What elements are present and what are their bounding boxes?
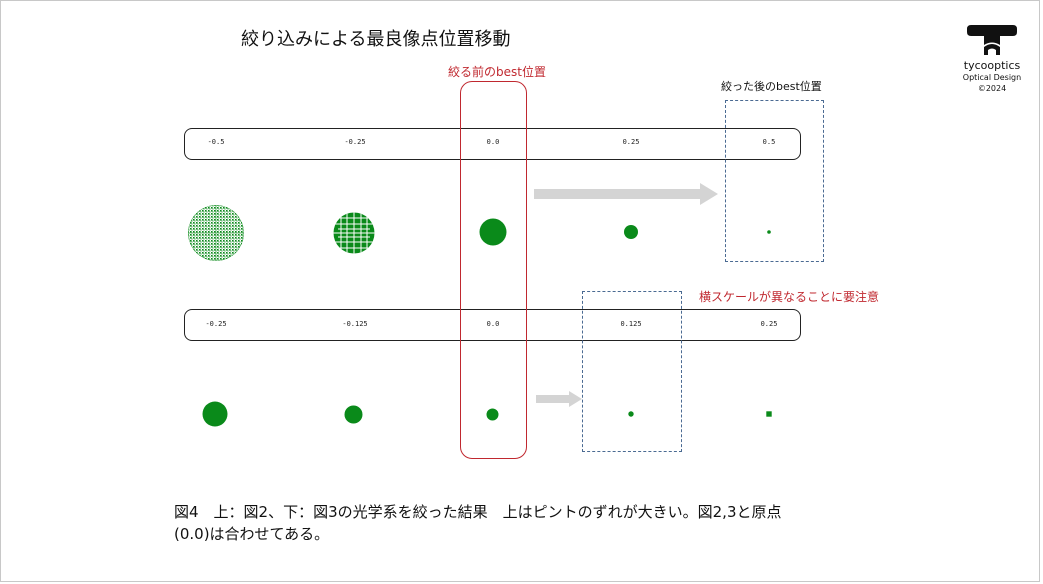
spot-top-4 [767, 230, 771, 234]
bottom-tick-3: 0.125 [620, 320, 642, 328]
spot-bottom-3 [628, 411, 634, 417]
after-best-highlight-bottom [582, 291, 682, 452]
caption-line-2: (0.0)は合わせてある。 [174, 525, 330, 543]
figure-caption: 図4 上：図2、下：図3の光学系を絞った結果 上はピントのずれが大きい。図2,3… [174, 501, 894, 545]
logo-mark-icon [967, 25, 1017, 55]
before-best-highlight [460, 81, 527, 459]
logo-line1: Optical Design [962, 73, 1022, 82]
spot-bottom-4 [766, 411, 772, 417]
logo-line2: ©2024 [977, 84, 1007, 93]
spot-top-2 [479, 218, 507, 246]
top-tick-0: -0.5 [207, 138, 225, 146]
caption-line-1: 図4 上：図2、下：図3の光学系を絞った結果 上はピントのずれが大きい。図2,3… [174, 503, 782, 521]
spot-top-1 [333, 212, 375, 254]
top-tick-1: -0.25 [344, 138, 366, 146]
after-best-highlight-top [725, 100, 824, 262]
bottom-tick-1: -0.125 [342, 320, 368, 328]
logo-name: tycooptics [963, 59, 1021, 72]
bottom-tick-4: 0.25 [760, 320, 778, 328]
top-tick-2: 0.0 [486, 138, 500, 146]
spot-top-3 [624, 225, 638, 239]
spot-bottom-2 [486, 408, 499, 421]
spot-bottom-1 [344, 405, 363, 424]
label-after-best: 絞った後のbest位置 [721, 80, 822, 93]
shift-arrow-bottom-icon [536, 391, 582, 407]
bottom-tick-2: 0.0 [486, 320, 500, 328]
shift-arrow-top-icon [534, 183, 718, 205]
label-before-best: 絞る前のbest位置 [448, 65, 546, 79]
top-tick-3: 0.25 [622, 138, 640, 146]
logo: tycooptics Optical Design ©2024 [951, 23, 1033, 94]
spot-bottom-0 [202, 401, 228, 427]
top-axis-box: -0.5 -0.25 0.0 0.25 0.5 [184, 128, 801, 160]
top-tick-4: 0.5 [762, 138, 776, 146]
bottom-tick-0: -0.25 [205, 320, 227, 328]
label-scale-note: 横スケールが異なることに要注意 [699, 290, 880, 304]
spot-top-0 [188, 205, 244, 261]
slide-title: 絞り込みによる最良像点位置移動 [241, 29, 511, 50]
bottom-axis-box: -0.25 -0.125 0.0 0.125 0.25 [184, 309, 801, 341]
